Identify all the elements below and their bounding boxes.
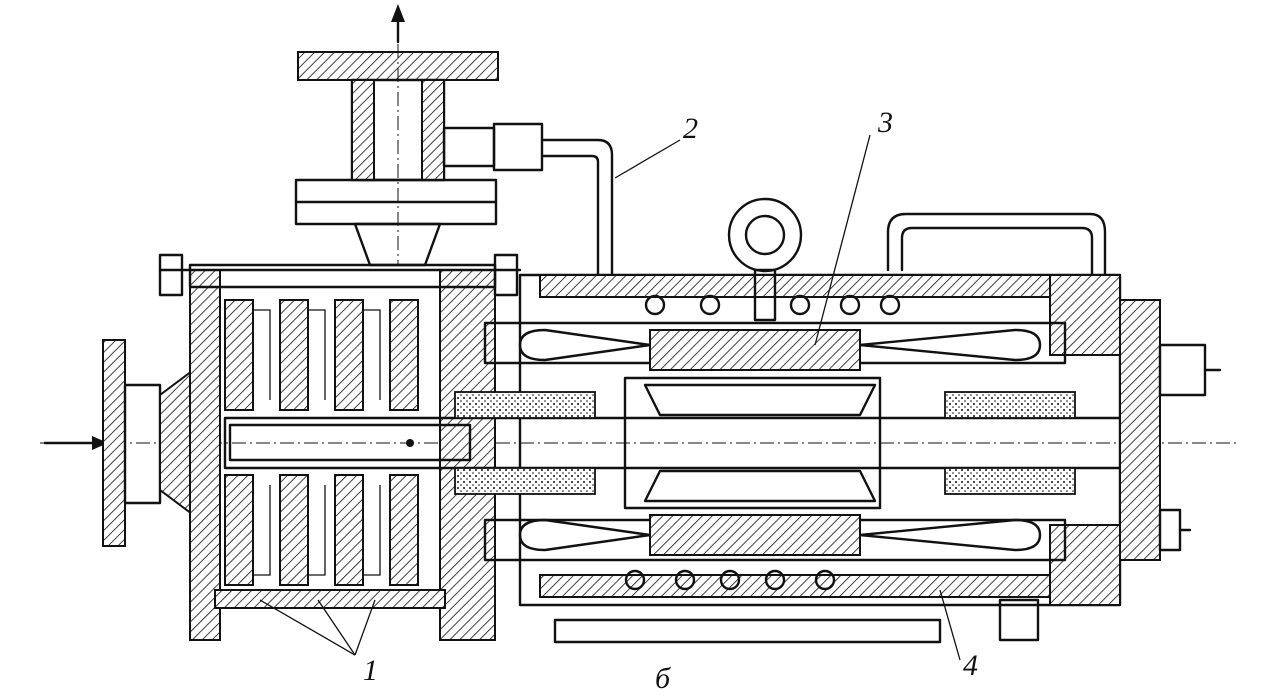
discharge-outlet [294,4,499,267]
lifting-eye [727,197,803,322]
pump-stages [224,299,419,586]
pump-casing [158,253,522,641]
rotor-core [623,376,882,510]
inlet-arrow-icon [43,436,108,450]
callout-label-6: б [655,662,671,695]
foot-bolt [998,598,1040,642]
connection-pipe [442,122,614,277]
cooling-return-pipe [886,212,1107,277]
callout-label-3: 3 [877,106,893,139]
end-cover [1119,299,1222,561]
callout-label-4: 4 [963,649,978,682]
callout-label-1: 1 [363,654,378,687]
cooling-tubes [624,294,901,591]
leader-lines [259,134,961,661]
stator-winding [483,321,1067,562]
callout-label-2: 2 [683,112,698,145]
bearings [454,391,1076,495]
